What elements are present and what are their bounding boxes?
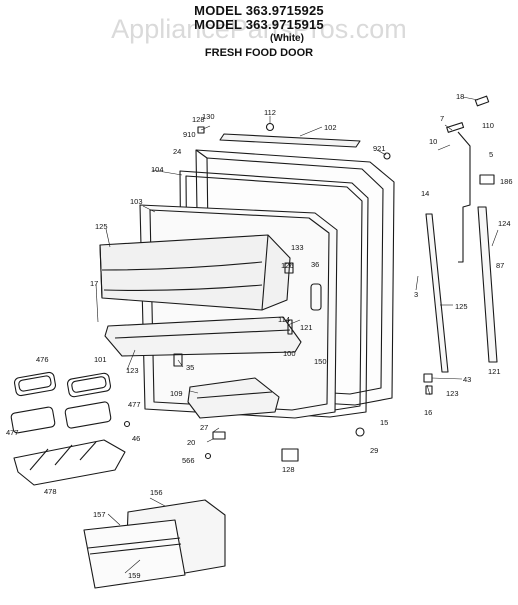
top-trim-strip [219,133,361,148]
label-35: 35 [186,363,194,372]
label-477-right: 477 [128,400,141,409]
label-7: 7 [440,114,444,123]
label-910: 910 [183,130,196,139]
label-125-rail: 125 [455,302,468,311]
label-157: 157 [93,510,106,519]
label-124: 124 [498,219,511,228]
model-line-2: MODEL 363.9715915 [194,17,324,32]
label-20: 20 [187,438,195,447]
label-46: 46 [132,434,140,443]
door-shelf-123 [104,316,302,357]
label-128: 128 [192,115,205,124]
label-478: 478 [44,487,57,496]
label-100: 100 [283,349,296,358]
label-150: 150 [314,357,327,366]
label-476: 476 [36,355,49,364]
label-921: 921 [373,144,386,153]
label-29: 29 [370,446,378,455]
label-3: 3 [414,290,418,299]
leader-lines [95,96,499,574]
label-14: 14 [421,189,429,198]
diagram-title: FRESH FOOD DOOR [204,47,314,59]
label-101: 101 [94,355,107,364]
label-121-rail: 121 [488,367,501,376]
label-114: 114 [278,315,290,324]
label-18: 18 [456,92,464,101]
label-10: 10 [429,137,437,146]
label-104: 104 [151,165,164,174]
label-186: 186 [500,177,513,186]
label-477-left: 477 [6,428,19,437]
label-16: 16 [424,408,432,417]
bottom-storage-box [83,499,226,589]
label-102: 102 [324,123,337,132]
label-123-shelf: 123 [126,366,139,375]
label-17: 17 [90,279,98,288]
label-130: 130 [202,112,215,121]
label-43: 43 [463,375,471,384]
label-123-clip: 123 [446,389,459,398]
lower-door-bin [187,377,280,419]
label-566: 566 [182,456,195,465]
model-line-1: MODEL 363.9715925 [194,3,324,18]
label-5: 5 [489,150,493,159]
label-110: 110 [482,121,494,130]
label-125-dairy: 125 [95,222,108,231]
right-side-rails [425,131,498,373]
label-27: 27 [200,423,208,432]
label-133: 133 [291,243,304,252]
label-15: 15 [380,418,388,427]
label-159: 159 [128,571,141,580]
label-87: 87 [496,261,504,270]
label-109: 109 [170,389,183,398]
egg-trays [10,371,126,486]
label-156: 156 [150,488,163,497]
label-36: 36 [311,260,319,269]
watermark: AppliancePartsPros.com [111,14,407,44]
label-103: 103 [130,197,143,206]
color-note: (White) [270,33,304,44]
hinge-parts [383,95,495,185]
label-128-bottom: 128 [282,465,295,474]
label-121-bracket: 121 [300,323,313,332]
dairy-compartment [99,234,291,311]
label-24: 24 [173,147,181,156]
label-112: 112 [264,108,276,117]
part-labels: 18 112 102 128 130 910 921 24 7 110 10 5… [6,92,513,580]
small-hardware [123,122,433,462]
label-126: 126 [281,261,294,270]
